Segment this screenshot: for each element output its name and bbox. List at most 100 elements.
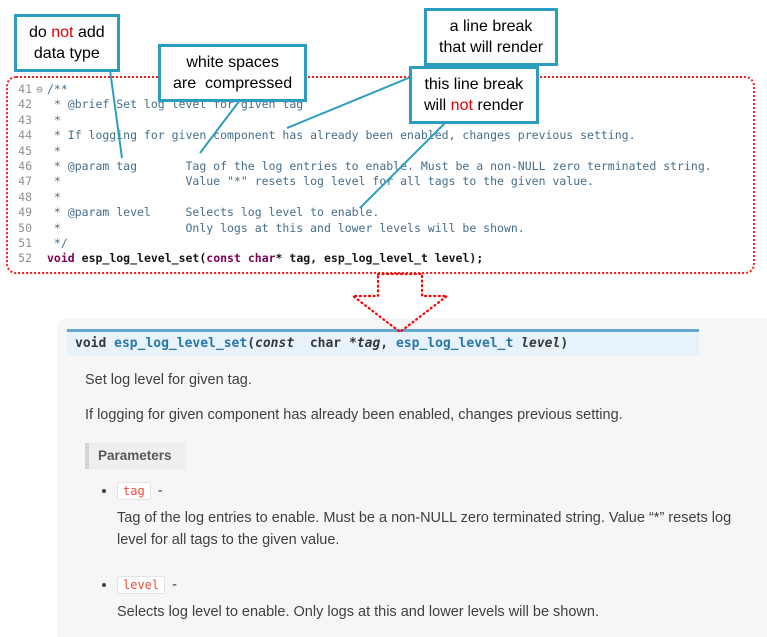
- code-editor-snippet: 41 ⊖ /**42 * @brief Set log level for give…: [6, 76, 755, 274]
- text-segment: add: [73, 24, 105, 41]
- text-segment: char *: [294, 336, 357, 351]
- callout-text-line: that will render: [439, 37, 543, 58]
- code-text: *: [47, 190, 61, 205]
- parameter-name-row: tag-: [117, 482, 767, 500]
- code-line: 41 ⊖ /**: [12, 82, 749, 97]
- callout-text-line: data type: [29, 43, 105, 64]
- code-line: 47 * Value "*" resets log level for all …: [12, 174, 749, 189]
- text-segment: render: [472, 97, 524, 114]
- callout-white-spaces-compressed: white spaces are compressed: [158, 44, 308, 102]
- text-segment: */: [47, 236, 68, 251]
- text-segment: * If logging for given component has alr…: [47, 128, 636, 143]
- parameters-list: tag-Tag of the log entries to enable. Mu…: [85, 482, 767, 623]
- parameter-separator: -: [157, 483, 163, 499]
- text-segment: esp_log_level_set: [114, 336, 248, 351]
- code-text: */: [47, 236, 68, 251]
- fold-gutter: [32, 190, 47, 205]
- code-line: 51 */: [12, 236, 749, 251]
- callout-text-line: white spaces: [173, 52, 292, 73]
- text-segment: ,: [380, 336, 396, 351]
- text-segment: do: [29, 24, 52, 41]
- code-line: 49 * @param level Selects log level to e…: [12, 205, 749, 220]
- fold-gutter: [32, 159, 47, 174]
- fold-gutter: [32, 113, 47, 128]
- text-segment: void: [47, 251, 75, 266]
- text-segment: (: [199, 251, 207, 266]
- parameter-item: level- Selects log level to enable. Only …: [117, 575, 767, 623]
- text-segment: /**: [47, 82, 68, 96]
- callout-text-line: do not add: [29, 22, 105, 43]
- code-line: 42 * @brief Set log level for given tag: [12, 97, 749, 112]
- parameter-description: Tag of the log entries to enable. Must b…: [117, 510, 732, 549]
- fold-collapse-icon: ⊖: [36, 83, 43, 96]
- code-line: 45 *: [12, 144, 749, 159]
- text-segment: * tag, esp_log_level_t level);: [275, 251, 484, 266]
- code-text: /**: [47, 82, 68, 97]
- code-text: * If logging for given component has alr…: [47, 128, 636, 143]
- text-segment: esp_log_level_t: [395, 336, 522, 351]
- fold-gutter: [32, 128, 47, 143]
- text-segment: (: [247, 336, 256, 351]
- text-segment: are compressed: [173, 75, 293, 92]
- text-segment: void: [75, 336, 115, 351]
- text-segment: *: [47, 143, 61, 158]
- code-line: 50 * Only logs at this and lower levels …: [12, 221, 749, 236]
- fold-gutter: [32, 251, 47, 266]
- text-segment: ): [560, 336, 569, 351]
- code-text: *: [47, 144, 61, 159]
- code-text: * Value "*" resets log level for all tag…: [47, 174, 594, 189]
- line-number: 48: [18, 189, 32, 204]
- fold-gutter: [32, 174, 47, 189]
- rendered-documentation: void esp_log_level_set(const char *tag, …: [57, 318, 767, 637]
- text-segment: white spaces: [186, 54, 279, 71]
- line-number: 47: [18, 174, 32, 189]
- text-segment: esp_log_level_set: [81, 251, 200, 266]
- function-signature: void esp_log_level_set(const char *tag, …: [67, 329, 699, 356]
- parameter-name-row: level-: [117, 575, 767, 594]
- text-segment: const: [206, 251, 241, 266]
- detailed-description: If logging for given component has alrea…: [85, 407, 623, 423]
- text-segment: data type: [33, 45, 100, 62]
- text-segment: * Only logs at this and lower levels wil…: [47, 220, 525, 235]
- text-segment: that will render: [439, 39, 544, 56]
- line-number: 49: [18, 205, 32, 220]
- text-segment: *: [47, 112, 61, 127]
- line-number: 43: [18, 112, 32, 127]
- fold-gutter: [32, 144, 47, 159]
- line-number: 42: [18, 97, 32, 112]
- callout-line-break-renders: a line break that will render: [424, 8, 559, 66]
- parameter-description: Selects log level to enable. Only logs a…: [117, 603, 599, 620]
- callout-text-line: this line break: [424, 74, 524, 95]
- parameter-separator: -: [172, 576, 177, 593]
- text-segment: [75, 251, 82, 265]
- line-number: 52: [18, 251, 32, 266]
- fold-gutter: [32, 97, 47, 112]
- line-number: 51: [18, 236, 32, 251]
- brief-description: Set log level for given tag.: [85, 372, 252, 388]
- text-segment: *: [47, 189, 61, 204]
- text-segment: * @param tag Tag of the log entries to e…: [47, 159, 712, 174]
- text-segment: not: [450, 97, 473, 114]
- text-segment: level: [521, 336, 561, 351]
- text-segment: this line break: [424, 76, 524, 93]
- code-line: 46 * @param tag Tag of the log entries t…: [12, 159, 749, 174]
- code-text: * Only logs at this and lower levels wil…: [47, 221, 525, 236]
- code-line: 43 *: [12, 113, 749, 128]
- parameter-name-chip: level: [117, 575, 166, 594]
- text-segment: not: [51, 24, 74, 41]
- parameter-name-chip: tag: [117, 482, 151, 500]
- code-line: 48 *: [12, 190, 749, 205]
- fold-gutter: [32, 221, 47, 236]
- text-segment: char: [247, 251, 276, 266]
- line-number: 45: [18, 143, 32, 158]
- code-text: * @param level Selects log level to enab…: [47, 205, 379, 220]
- callout-text-line: will not render: [424, 95, 524, 116]
- code-line: 44 * If logging for given component has …: [12, 128, 749, 143]
- parameters-heading: Parameters: [85, 443, 185, 469]
- code-text: *: [47, 113, 61, 128]
- callout-text-line: are compressed: [173, 73, 292, 94]
- code-text: * @param tag Tag of the log entries to e…: [47, 159, 712, 174]
- line-number: 41: [18, 82, 32, 96]
- code-text: void esp_log_level_set(const char* tag, …: [47, 251, 483, 266]
